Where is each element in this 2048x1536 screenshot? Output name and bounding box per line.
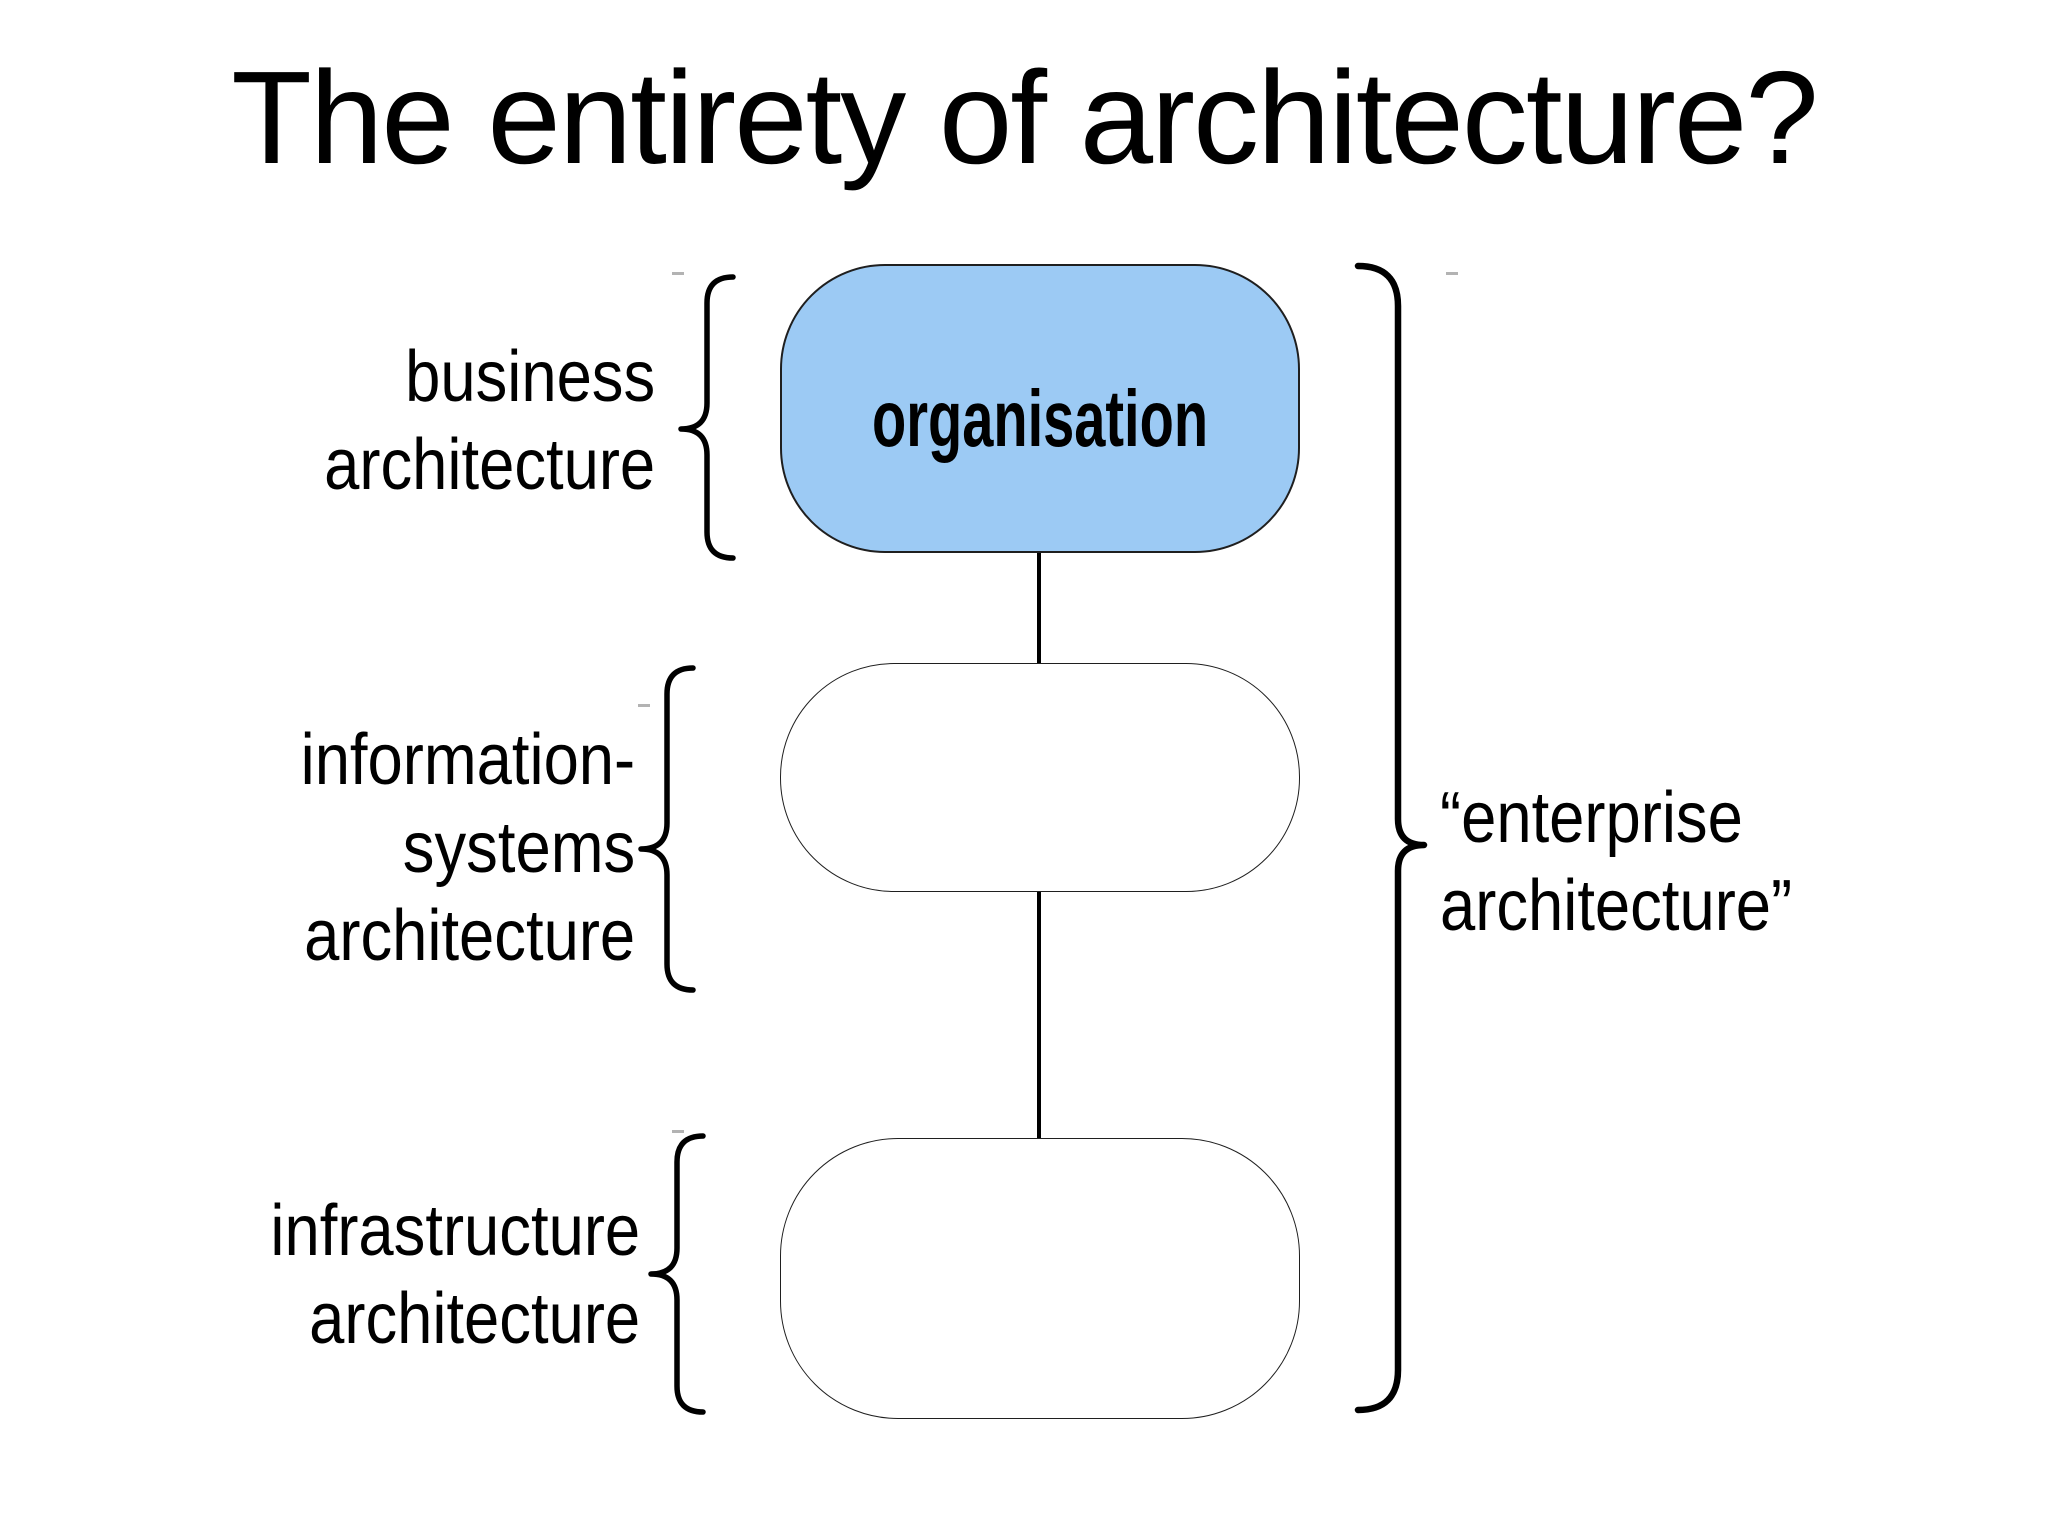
handle-tick: [672, 1130, 684, 1133]
handle-tick: [672, 272, 684, 275]
handle-tick: [638, 704, 650, 707]
infrastructure-shape: [780, 1138, 1300, 1419]
page-title: The entirety of architecture?: [231, 44, 1819, 191]
brace-enterprise: [1354, 262, 1428, 1414]
organisation-shape-label: organisation: [871, 373, 1209, 463]
label-infrastructure-architecture: infrastructure architecture: [270, 1191, 640, 1359]
label-information-systems-architecture: information- systems architecture: [300, 720, 635, 976]
handle-tick: [1446, 272, 1458, 275]
information-systems-shape: [780, 663, 1300, 892]
connector-line-bottom: [1037, 892, 1041, 1138]
organisation-shape: organisation: [780, 264, 1300, 553]
brace-infrastructure: [648, 1133, 706, 1415]
label-business-architecture: business architecture: [323, 337, 655, 505]
connector-line-top: [1037, 553, 1041, 663]
brace-business: [678, 274, 736, 561]
brace-information-systems: [638, 665, 696, 993]
label-enterprise-architecture: “enterprise architecture”: [1440, 778, 1793, 946]
